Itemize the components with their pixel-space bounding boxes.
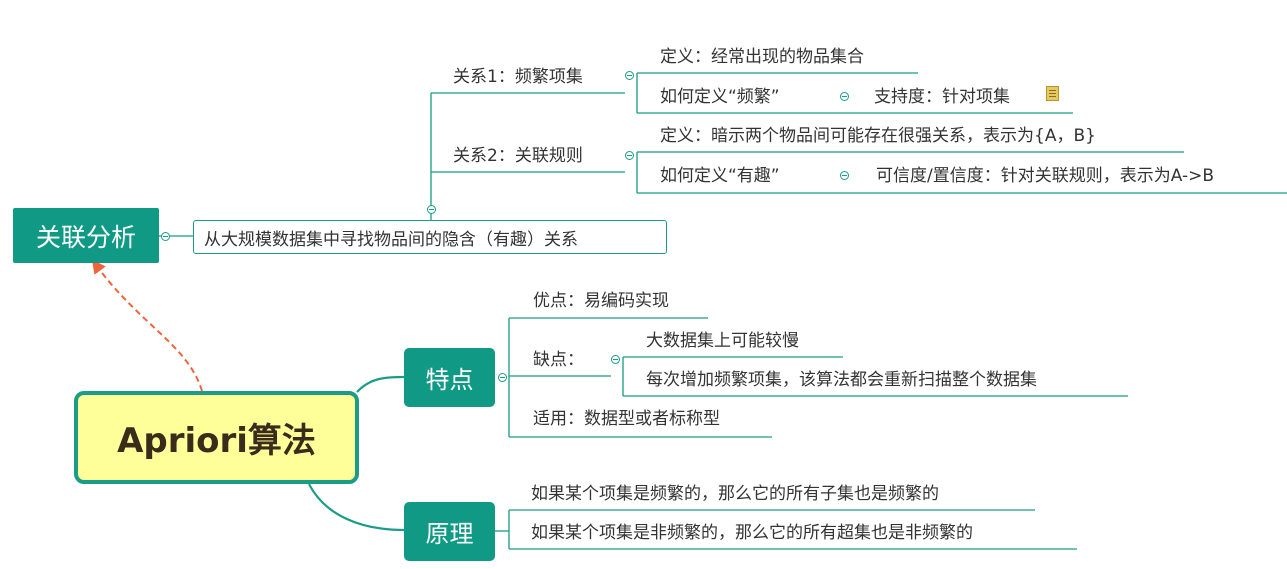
relation1-definition[interactable]: 定义：经常出现的物品集合	[660, 47, 864, 67]
relation2-confidence[interactable]: 可信度/置信度：针对关联规则，表示为A->B	[876, 166, 1215, 186]
relation1-label[interactable]: 关系1：频繁项集	[453, 67, 583, 87]
principle-item-subset[interactable]: 如果某个项集是频繁的，那么它的所有子集也是频繁的	[531, 484, 939, 504]
relation2-label[interactable]: 关系2：关联规则	[453, 146, 583, 166]
topic-principle-label: 原理	[425, 520, 474, 548]
collapse-icon[interactable]	[498, 373, 507, 382]
relation1-how-define[interactable]: 如何定义“频繁”	[660, 87, 780, 107]
cons-item-slow[interactable]: 大数据集上可能较慢	[646, 331, 799, 351]
association-description[interactable]: 从大规模数据集中寻找物品间的隐含（有趣）关系	[193, 220, 667, 254]
note-icon[interactable]	[1046, 86, 1059, 101]
root-topic[interactable]: Apriori算法	[74, 391, 359, 484]
relation1-support[interactable]: 支持度：针对项集	[874, 87, 1010, 107]
collapse-icon[interactable]	[427, 205, 436, 214]
collapse-icon[interactable]	[611, 355, 620, 364]
collapse-icon[interactable]	[840, 171, 849, 180]
features-pros[interactable]: 优点：易编码实现	[533, 291, 669, 311]
collapse-icon[interactable]	[161, 232, 170, 241]
topic-association-analysis[interactable]: 关联分析	[13, 208, 159, 263]
root-topic-label: Apriori算法	[117, 421, 316, 461]
topic-principle[interactable]: 原理	[404, 502, 495, 561]
principle-item-superset[interactable]: 如果某个项集是非频繁的，那么它的所有超集也是非频繁的	[531, 523, 973, 543]
collapse-icon[interactable]	[625, 151, 634, 160]
topic-features-label: 特点	[425, 366, 474, 394]
collapse-icon[interactable]	[625, 71, 634, 80]
association-description-text: 从大规模数据集中寻找物品间的隐含（有趣）关系	[204, 229, 578, 250]
features-applicable[interactable]: 适用：数据型或者标称型	[533, 409, 720, 429]
relation2-how-define[interactable]: 如何定义“有趣”	[660, 166, 780, 186]
relation2-definition[interactable]: 定义：暗示两个物品间可能存在很强关系，表示为{A，B}	[660, 126, 1096, 146]
topic-association-label: 关联分析	[35, 222, 136, 252]
cons-item-rescan[interactable]: 每次增加频繁项集，该算法都会重新扫描整个数据集	[646, 370, 1037, 390]
topic-features[interactable]: 特点	[404, 348, 495, 407]
collapse-icon[interactable]	[840, 92, 849, 101]
dashed-relation-arrow	[91, 259, 203, 392]
features-cons[interactable]: 缺点：	[533, 350, 584, 370]
